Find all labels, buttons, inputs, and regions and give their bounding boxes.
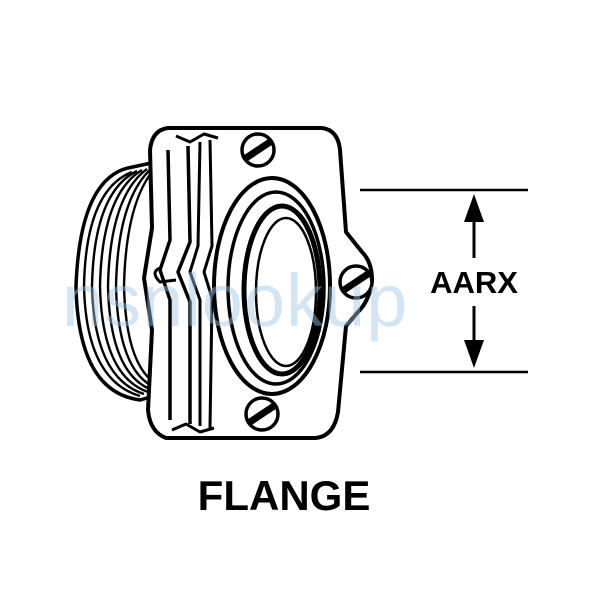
bore-opening (212, 176, 332, 396)
arrow-down-icon (464, 340, 484, 368)
part-label: FLANGE (198, 472, 371, 519)
dimension-indicator (360, 188, 528, 374)
screw-right (338, 264, 374, 300)
screw-top (240, 132, 276, 168)
arrow-up-icon (464, 194, 484, 222)
watermark-text: nsnlookup (62, 259, 408, 342)
dimension-label: AARX (430, 265, 518, 300)
screw-bottom (244, 396, 280, 432)
threaded-section (74, 160, 170, 402)
